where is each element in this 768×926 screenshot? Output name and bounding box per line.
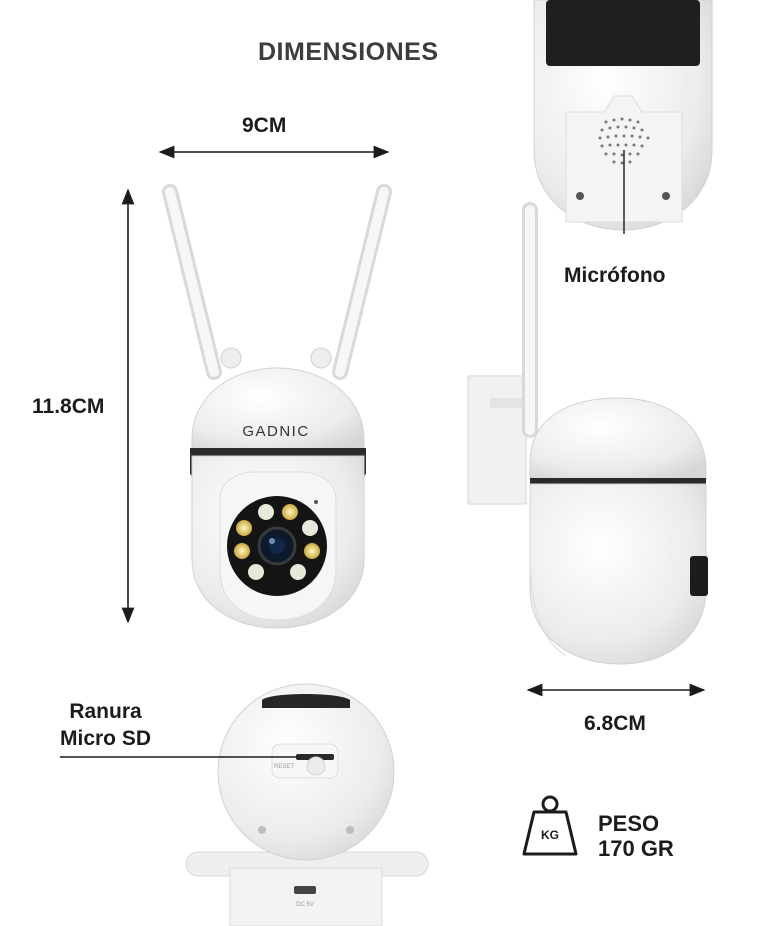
sd-slot-label: Ranura Micro SD <box>60 698 151 752</box>
weight-label: PESO 170 GR <box>598 811 674 861</box>
microphone-label: Micrófono <box>564 264 666 287</box>
weight-kg-icon: KG <box>522 795 578 856</box>
page-title: DIMENSIONES <box>258 38 439 66</box>
camera-bottom-view <box>533 0 713 234</box>
reset-label: RESET <box>274 764 294 770</box>
power-port-label: DC 5V <box>296 902 314 908</box>
antenna-right <box>332 184 392 380</box>
brand-logo: GADNIC <box>242 423 309 440</box>
led-ring <box>234 504 320 580</box>
sd-slot-label-line2: Micro SD <box>60 727 152 750</box>
antenna-left <box>162 184 222 380</box>
microphone-holes <box>598 117 650 165</box>
sd-slot-label-line1: Ranura <box>69 700 142 723</box>
camera-front-view: GADNIC <box>162 184 392 629</box>
height-dimension-label: 11.8CM <box>32 395 105 418</box>
depth-dimension-label: 6.8CM <box>584 712 646 735</box>
width-dimension-label: 9CM <box>242 114 287 137</box>
svg-text:KG: KG <box>541 828 559 842</box>
camera-side-view <box>467 202 708 665</box>
weight-value: 170 GR <box>598 836 674 861</box>
weight-title: PESO <box>598 811 660 836</box>
camera-back-view: DC 5V RESET <box>60 683 429 926</box>
